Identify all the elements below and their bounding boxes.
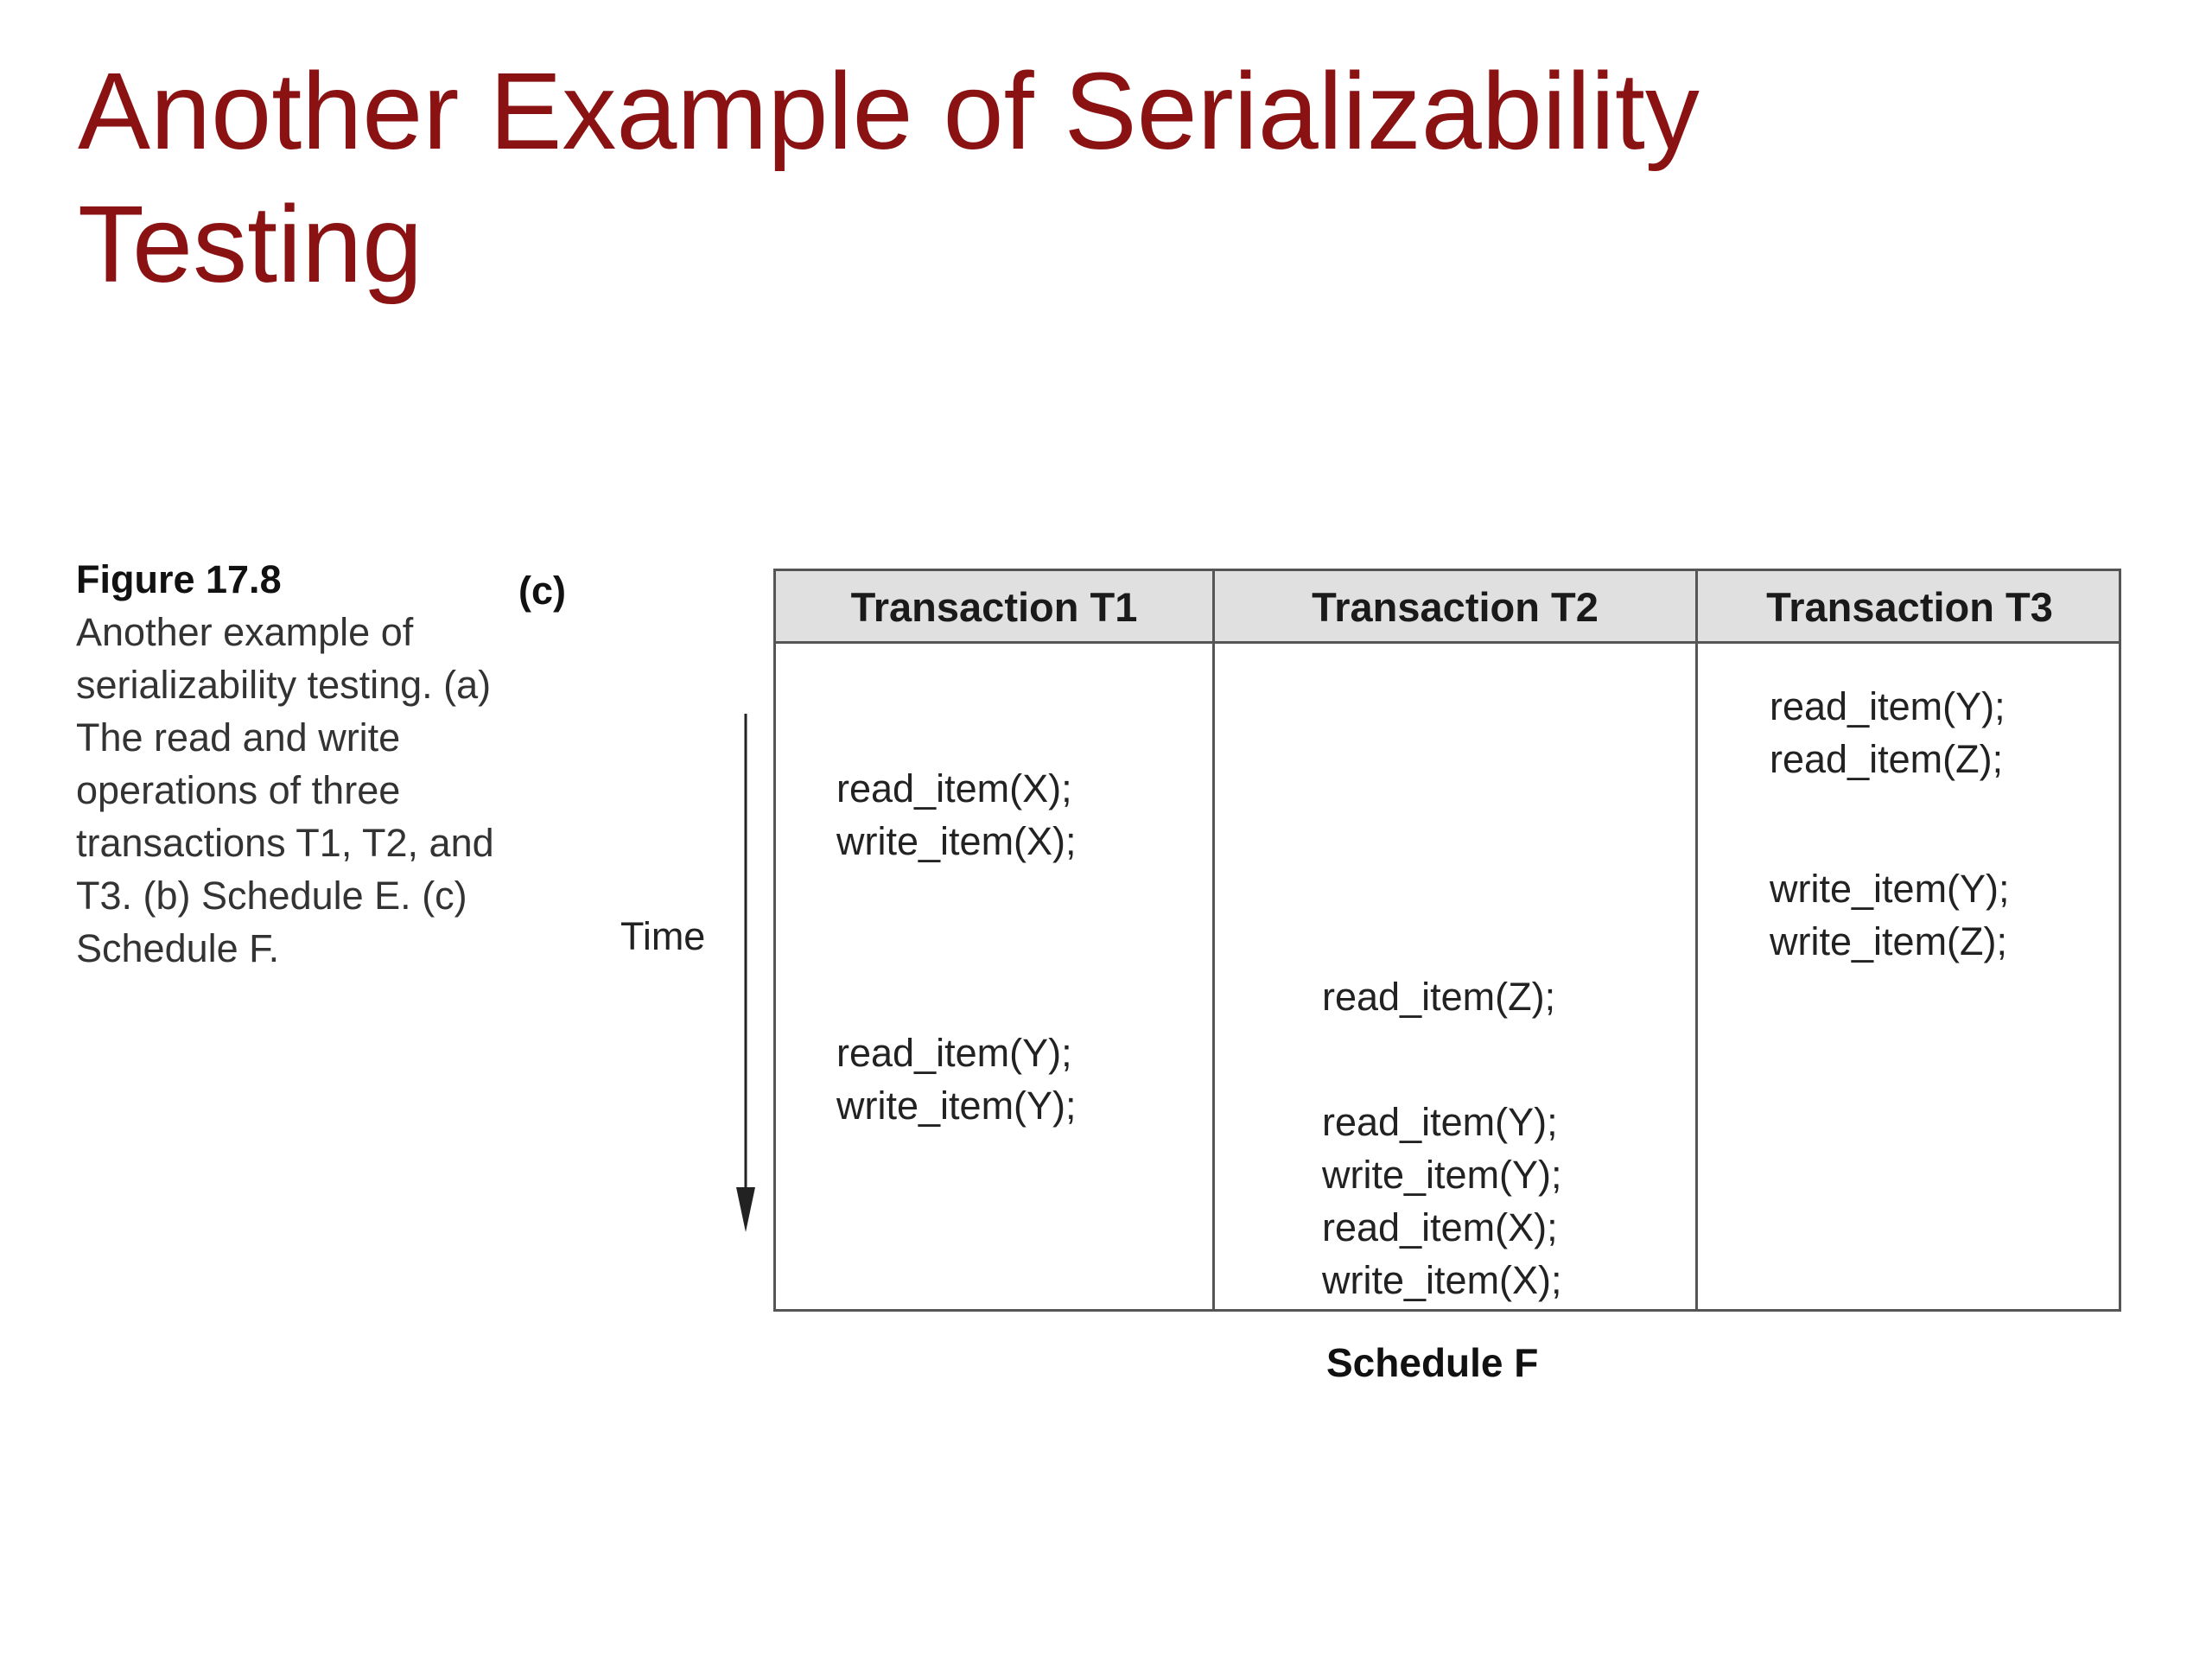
figure-label: Figure 17.8 — [76, 557, 282, 601]
t1-operation: write_item(Y); — [836, 1084, 1077, 1128]
t3-operation: write_item(Z); — [1770, 919, 2008, 963]
t3-operation: read_item(Z); — [1770, 737, 2004, 781]
column-header-t1: Transaction T1 — [850, 584, 1138, 630]
schedule-header-row — [776, 571, 2119, 644]
schedule-name: Schedule F — [1326, 1340, 1539, 1385]
time-axis-label: Time — [620, 914, 706, 958]
t3-operation: read_item(Y); — [1770, 684, 2005, 728]
figure-caption: Figure 17.8 Another example of serializa… — [76, 553, 525, 975]
t2-operation: read_item(Z); — [1322, 975, 1556, 1019]
figure-part-label: (c) — [518, 569, 566, 613]
t3-operation: write_item(Y); — [1770, 867, 2010, 911]
column-header-t2: Transaction T2 — [1312, 584, 1599, 630]
column-divider — [1212, 571, 1215, 1309]
slide-title: Another Example of Serializability Testi… — [78, 50, 1700, 305]
t2-operation: write_item(X); — [1322, 1258, 1562, 1302]
caption-text: Another example of serializability testi… — [76, 610, 494, 970]
schedule-table: Transaction T1 Transaction T2 Transactio… — [773, 569, 2121, 1312]
time-arrow-icon — [736, 714, 755, 1232]
column-divider — [1695, 571, 1698, 1309]
t1-operation: read_item(X); — [836, 766, 1072, 810]
t1-operation: read_item(Y); — [836, 1031, 1072, 1075]
t2-operation: read_item(X); — [1322, 1205, 1558, 1249]
t2-operation: read_item(Y); — [1322, 1100, 1558, 1144]
column-header-t3: Transaction T3 — [1766, 584, 2053, 630]
t2-operation: write_item(Y); — [1322, 1153, 1562, 1197]
t1-operation: write_item(X); — [836, 819, 1077, 863]
